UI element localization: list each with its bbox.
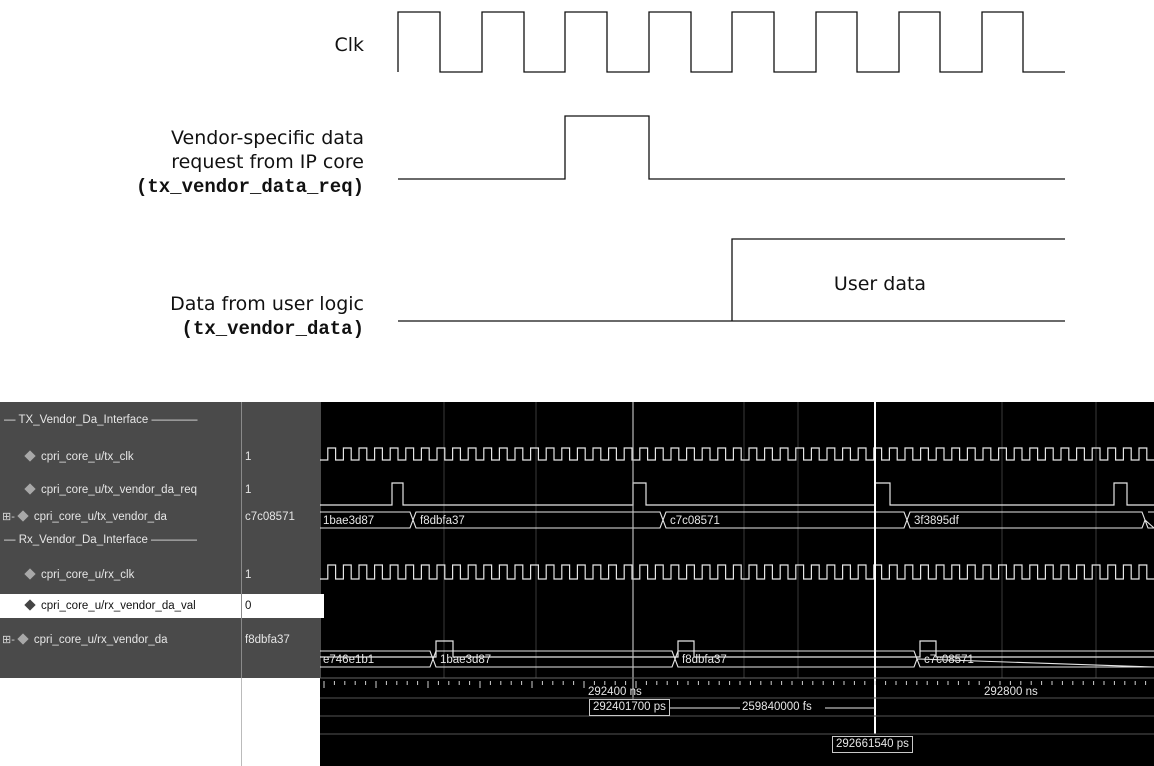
req-signal-name: (tx_vendor_data_req) [135, 176, 364, 198]
waveform-viewer: — TX_Vendor_Da_Interface ———— cpri_core_… [0, 402, 1154, 766]
signal-icon [24, 450, 36, 462]
req-label-line1: Vendor-specific data [170, 127, 364, 149]
cursor-1-time[interactable]: 292401700 ps [589, 699, 670, 716]
req-waveform [398, 115, 1065, 180]
tx-bus-value-1: 1bae3d87 [323, 515, 374, 527]
req-label: Vendor-specific data request from IP cor… [136, 126, 364, 199]
grid [443, 402, 1097, 678]
rx-bus-value-4: c7c08571 [924, 654, 974, 666]
value-rx-vendor-da-val: 0 [242, 594, 324, 618]
data-signal-name: (tx_vendor_data) [181, 318, 364, 340]
tx-req-trace [320, 482, 1154, 506]
signal-row-tx-vendor-da[interactable]: ⊞-cpri_core_u/tx_vendor_da [0, 505, 167, 529]
data-label: Data from user logic (tx_vendor_data) [170, 292, 364, 341]
time-ruler [323, 681, 1147, 688]
waveform-canvas[interactable]: 1bae3d87 f8dbfa37 c7c08571 3f3895df e746… [320, 402, 1154, 766]
data-waveform-high [731, 238, 1065, 321]
value-rx-vendor-da: f8dbfa37 [245, 634, 290, 646]
timing-waveforms: User data [397, 11, 1065, 322]
expand-icon[interactable]: ⊞- [2, 634, 15, 646]
signal-icon [17, 633, 29, 645]
signal-icon [24, 483, 36, 495]
tx-bus-value-2: f8dbfa37 [420, 515, 465, 527]
signal-row-rx-vendor-da-val[interactable]: cpri_core_u/rx_vendor_da_val [0, 594, 241, 618]
signal-row-tx-vendor-da-req[interactable]: cpri_core_u/tx_vendor_da_req [22, 478, 197, 502]
tx-bus-value-3: c7c08571 [670, 515, 720, 527]
signal-icon [24, 599, 36, 611]
rx-val-trace [320, 640, 1154, 658]
value-tx-clk: 1 [245, 451, 252, 463]
value-tx-vendor-da: c7c08571 [245, 511, 295, 523]
rx-bus-value-3: f8dbfa37 [682, 654, 727, 666]
rx-clk-trace [320, 564, 1154, 580]
req-signal: tx_vendor_data_req [147, 176, 353, 198]
signal-icon [17, 510, 29, 522]
clk-waveform [397, 11, 1065, 73]
signal-row-tx-clk[interactable]: cpri_core_u/tx_clk [22, 445, 134, 469]
tick-label-292400: 292400 ns [588, 686, 642, 698]
rx-bus-trace [320, 650, 1154, 668]
group-header-rx[interactable]: — Rx_Vendor_Da_Interface ———— [4, 534, 198, 546]
data-label-line1: Data from user logic [170, 293, 364, 315]
tick-label-292800: 292800 ns [984, 686, 1038, 698]
clk-label: Clk [334, 34, 364, 56]
tx-clk-trace [320, 447, 1154, 461]
cursor-info-panel [0, 678, 320, 766]
signal-row-rx-vendor-da[interactable]: ⊞-cpri_core_u/rx_vendor_da [0, 628, 168, 652]
req-label-line2: request from IP core [171, 151, 364, 173]
signal-row-rx-clk[interactable]: cpri_core_u/rx_clk [22, 563, 134, 587]
signal-name-panel: — TX_Vendor_Da_Interface ———— cpri_core_… [0, 402, 241, 678]
value-tx-vendor-da-req: 1 [245, 484, 252, 496]
expand-icon[interactable]: ⊞- [2, 511, 15, 523]
value-rx-clk: 1 [245, 569, 252, 581]
signal-icon [24, 568, 36, 580]
tx-bus-trace [320, 511, 1154, 529]
cursor-delta: 259840000 fs [742, 701, 812, 713]
cursor-2-time[interactable]: 292661540 ps [832, 736, 913, 753]
data-signal: tx_vendor_data [192, 318, 353, 340]
rx-bus-value-2: 1bae3d87 [440, 654, 491, 666]
signal-value-panel: 1 1 c7c08571 1 0 f8dbfa37 [241, 402, 324, 678]
rx-bus-value-1: e746e1b1 [323, 654, 374, 666]
user-data-label: User data [834, 273, 926, 295]
group-header-tx[interactable]: — TX_Vendor_Da_Interface ———— [4, 414, 198, 426]
tx-bus-value-4: 3f3895df [914, 515, 960, 527]
